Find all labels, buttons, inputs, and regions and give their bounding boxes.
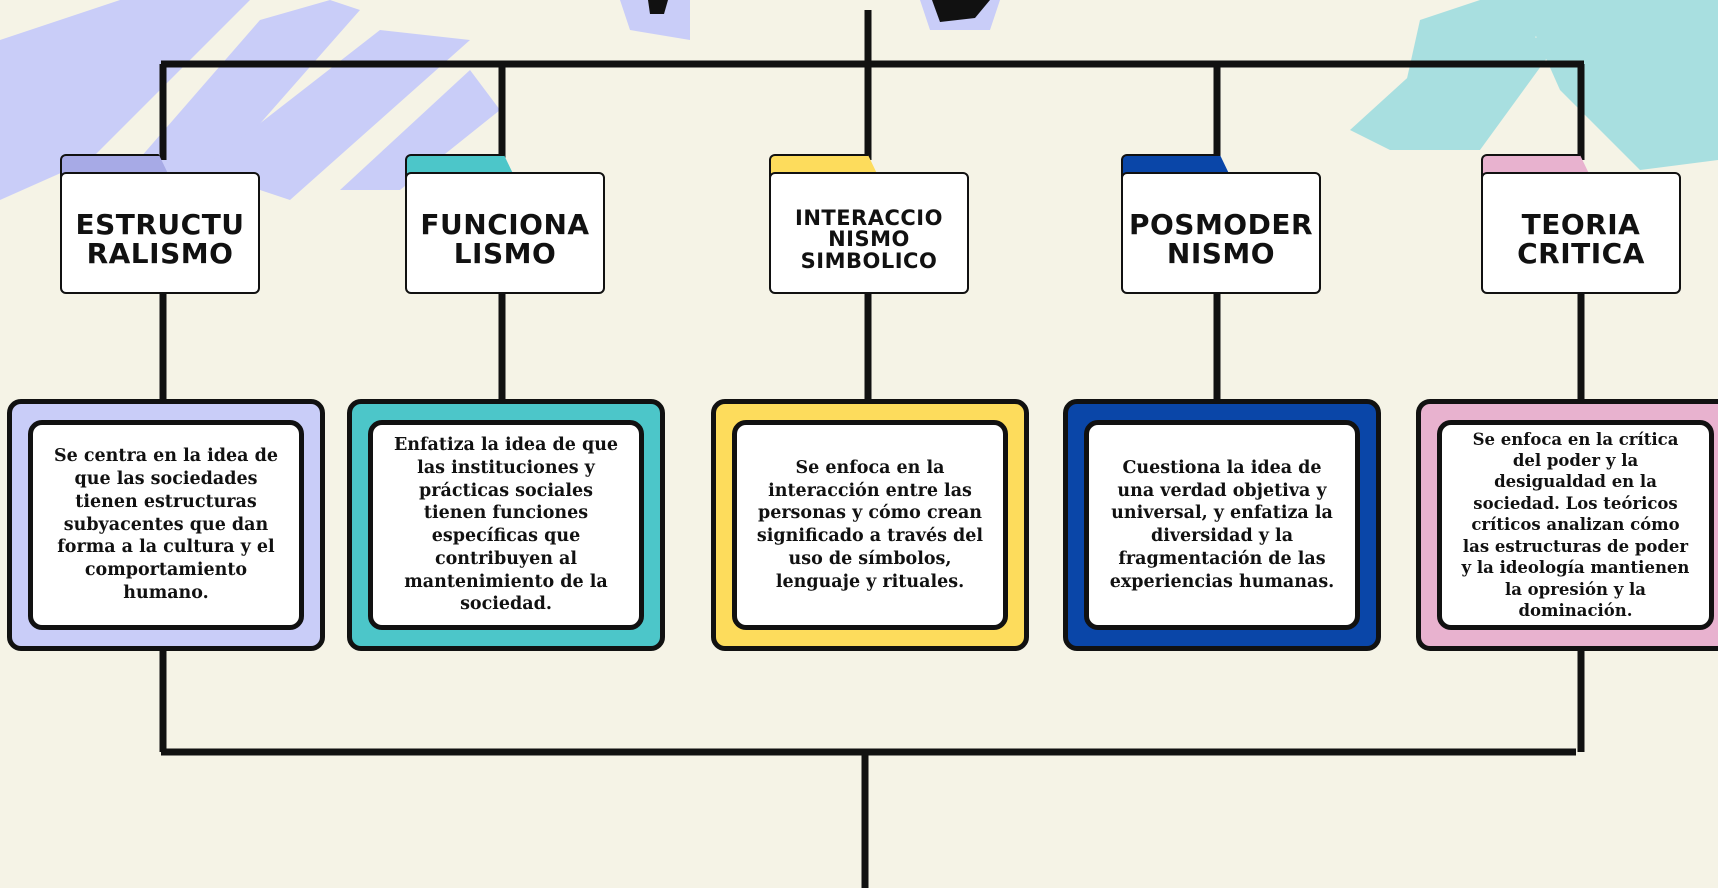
card-posmodernismo: Cuestiona la idea de una verdad objetiva…: [1063, 399, 1381, 651]
branch-description: Se enfoca en la interacción entre las pe…: [756, 457, 984, 592]
folder-body: INTERACCIO NISMO SIMBOLICO: [769, 172, 969, 294]
card-inner: Se enfoca en la crítica del poder y la d…: [1437, 420, 1714, 630]
branch-title: FUNCIONA LISMO: [420, 208, 590, 270]
decorative-marks-top: [648, 0, 990, 22]
folder-body: ESTRUCTU RALISMO: [60, 172, 260, 294]
branch-description: Enfatiza la idea de que las institucione…: [393, 435, 619, 615]
folder-posmodernismo: POSMODER NISMO: [1121, 154, 1321, 294]
folder-teoria-critica: TEORIA CRITICA: [1481, 154, 1681, 294]
folder-body: POSMODER NISMO: [1121, 172, 1321, 294]
folder-body: TEORIA CRITICA: [1481, 172, 1681, 294]
branch-title: ESTRUCTU RALISMO: [75, 208, 245, 270]
folder-interaccionismo-simbolico: INTERACCIO NISMO SIMBOLICO: [769, 154, 969, 294]
card-interaccionismo-simbolico: Se enfoca en la interacción entre las pe…: [711, 399, 1029, 651]
card-inner: Se enfoca en la interacción entre las pe…: [732, 420, 1008, 630]
card-funcionalismo: Enfatiza la idea de que las institucione…: [347, 399, 665, 651]
branch-title: INTERACCIO NISMO SIMBOLICO: [795, 205, 943, 273]
branch-title: POSMODER NISMO: [1128, 208, 1314, 270]
card-inner: Enfatiza la idea de que las institucione…: [368, 420, 644, 630]
branch-description: Cuestiona la idea de una verdad objetiva…: [1109, 457, 1335, 592]
branch-description: Se centra en la idea de que las sociedad…: [54, 446, 278, 603]
folder-funcionalismo: FUNCIONA LISMO: [405, 154, 605, 294]
folder-body: FUNCIONA LISMO: [405, 172, 605, 294]
card-estructuralismo: Se centra en la idea de que las sociedad…: [7, 399, 325, 651]
branch-title: TEORIA CRITICA: [1517, 208, 1645, 270]
card-inner: Se centra en la idea de que las sociedad…: [28, 420, 304, 630]
decorative-brush-teal: [1350, 0, 1718, 170]
card-teoria-critica: Se enfoca en la crítica del poder y la d…: [1416, 399, 1718, 651]
branch-description: Se enfoca en la crítica del poder y la d…: [1461, 429, 1690, 621]
card-inner: Cuestiona la idea de una verdad objetiva…: [1084, 420, 1360, 630]
folder-estructuralismo: ESTRUCTU RALISMO: [60, 154, 260, 294]
